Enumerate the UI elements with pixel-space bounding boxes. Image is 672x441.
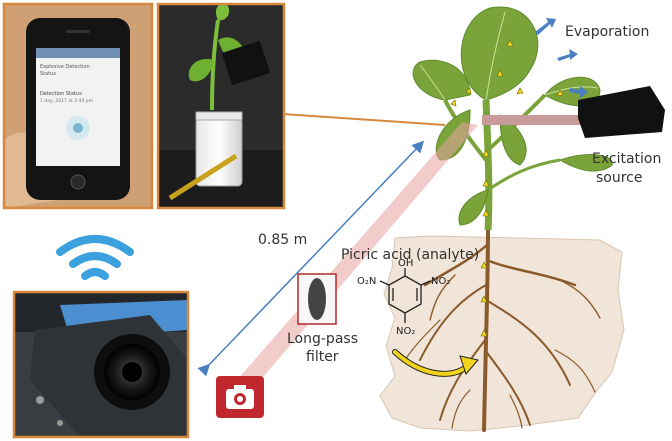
leaf-veins xyxy=(419,11,599,101)
molecule-no2-right: NO₂ xyxy=(431,276,450,287)
svg-text:Detection Status: Detection Status xyxy=(40,91,82,97)
xylem-flow-arrows xyxy=(450,39,564,337)
molecule-oh: OH xyxy=(398,258,413,269)
wifi-icon xyxy=(56,235,134,280)
molecule-no2-bottom: NO₂ xyxy=(396,326,415,337)
evaporation-label: Evaporation xyxy=(565,24,650,40)
filter-label-line1: Long-pass xyxy=(287,331,358,347)
excitation-label-line1: Excitation xyxy=(592,151,662,167)
beaker-plant-photo xyxy=(158,3,284,208)
smartphone-photo: Explosive Detection Status Detection Sta… xyxy=(4,4,152,208)
camera-module-photo-frame xyxy=(12,290,190,439)
svg-text:1 day, 2017 at 2:49 pm: 1 day, 2017 at 2:49 pm xyxy=(40,98,93,104)
filter-icon xyxy=(308,278,326,320)
beaker-plant-photo-frame xyxy=(156,2,286,210)
filter-label-line2: filter xyxy=(306,349,339,365)
smartphone-photo-frame xyxy=(2,2,154,210)
evaporation-arrow-icon xyxy=(535,18,588,98)
molecule-no2-left: O₂N xyxy=(357,276,376,287)
photo-leader-line xyxy=(282,113,446,126)
excitation-label-line2: source xyxy=(596,170,643,186)
analyte-label: Picric acid (analyte) xyxy=(341,247,480,263)
svg-text:Explosive Detection: Explosive Detection xyxy=(40,64,90,70)
distance-arrow xyxy=(197,140,425,377)
excitation-bar xyxy=(482,115,582,125)
svg-text:Status: Status xyxy=(40,71,56,77)
excitation-source-icon xyxy=(578,86,665,138)
picric-acid-structure xyxy=(379,268,431,323)
camera-icon[interactable] xyxy=(216,376,264,418)
plant-leaves xyxy=(412,6,613,226)
distance-label: 0.85 m xyxy=(258,232,308,248)
camera-module-photo xyxy=(14,292,188,437)
